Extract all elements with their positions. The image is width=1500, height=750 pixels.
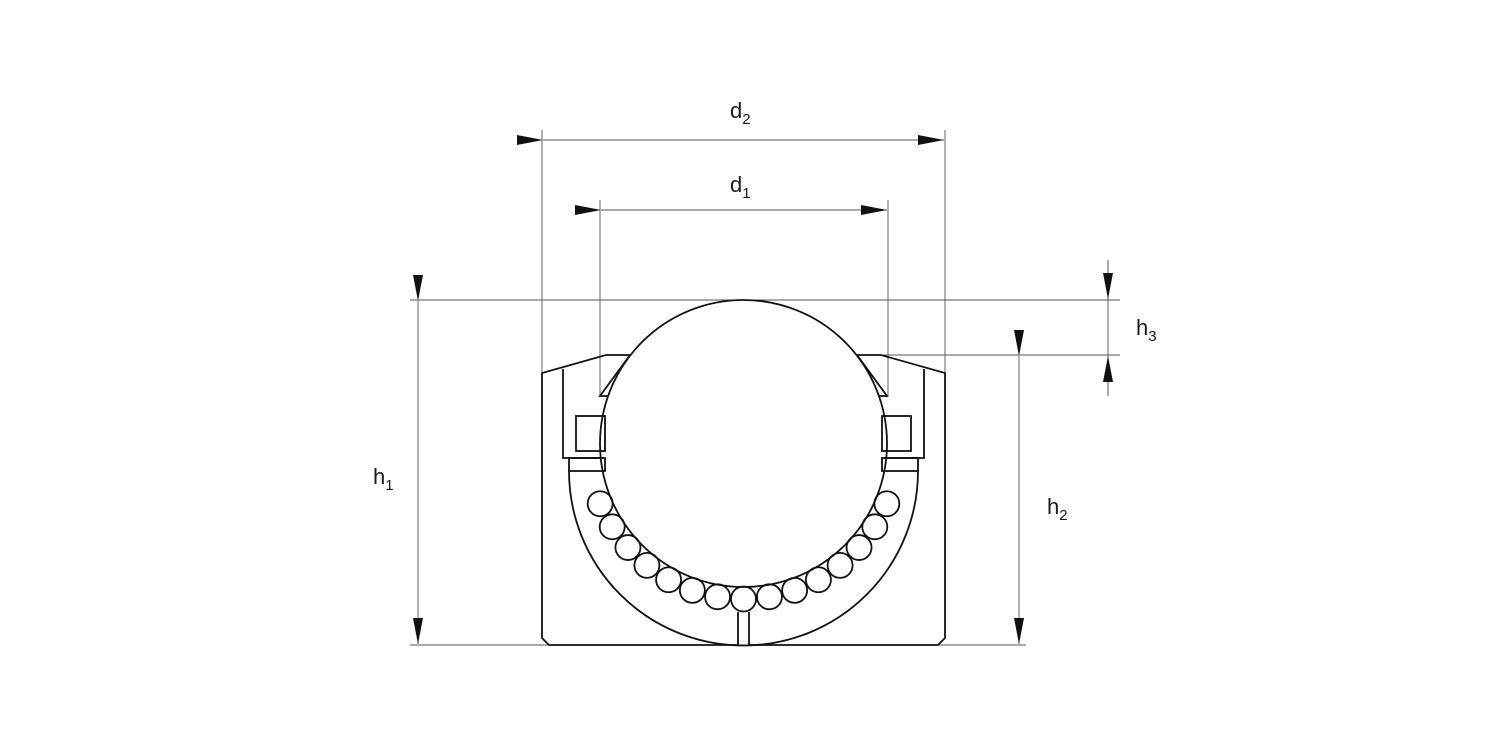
- ball: [845, 534, 873, 561]
- ball: [586, 490, 614, 518]
- label-h2: h2: [1047, 494, 1068, 524]
- label-h3: h3: [1136, 315, 1157, 345]
- ball: [655, 566, 682, 594]
- ball: [826, 551, 854, 579]
- ball: [873, 490, 901, 518]
- ball: [633, 551, 661, 579]
- dimension-lines: [413, 135, 1113, 644]
- ball: [805, 566, 832, 594]
- shaft: [599, 299, 888, 588]
- ball: [861, 513, 889, 541]
- ball-track-outer: [568, 470, 919, 647]
- extension-lines: [410, 130, 1120, 646]
- label-h1: h1: [373, 464, 394, 494]
- label-d2: d2: [730, 98, 751, 128]
- ball: [598, 513, 626, 541]
- ball: [756, 583, 783, 611]
- ball: [678, 576, 706, 604]
- label-d1: d1: [730, 172, 751, 202]
- ball: [614, 534, 642, 561]
- ball: [704, 583, 731, 611]
- ball: [730, 585, 757, 613]
- ball: [781, 576, 809, 604]
- balls: [586, 490, 901, 613]
